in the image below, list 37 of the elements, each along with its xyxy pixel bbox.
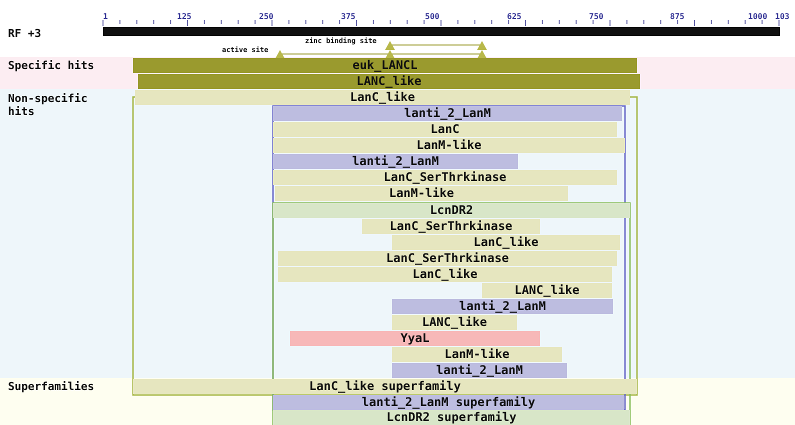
ruler-tick-label: 875 (670, 12, 684, 21)
domain-hit-bar: LANC_like (138, 74, 640, 89)
domain-hit-bar: LanC_like (278, 267, 612, 282)
ruler-tick-label: 250 (259, 12, 274, 21)
domain-hit-bar: LanM-like (392, 347, 562, 362)
ruler-tick-label: 750 (589, 12, 604, 21)
domain-hit-bar: YyaL (290, 331, 540, 346)
domain-hit-bar: LANC_like (392, 315, 517, 330)
domain-hit-bar: LanC_like (135, 90, 630, 105)
ruler-tick-label: 125 (177, 12, 192, 21)
ruler-tick-label: 103 (775, 12, 790, 21)
domain-hit-bar: LcnDR2 (273, 203, 630, 218)
ruler-tick-label: 500 (425, 12, 440, 21)
domain-hit-bar: lanti_2_LanM (392, 363, 567, 378)
ruler-tick-label: 1 (103, 12, 108, 21)
domain-hit-bar: lanti_2_LanM superfamily (273, 395, 624, 410)
domain-hit-bar: lanti_2_LanM (273, 106, 622, 121)
track-label: Specific hits (8, 59, 94, 72)
domain-hit-bar: LanC_SerThrkinase (273, 170, 617, 185)
domain-hit-bar: LanM-like (273, 138, 625, 153)
domain-hit-bar: LanC_SerThrkinase (278, 251, 617, 266)
domain-hit-bar: LANC_like (482, 283, 612, 298)
domain-hit-bar: LanC_like (392, 235, 620, 250)
ruler-tick-label: 625 (507, 12, 522, 21)
domain-hit-bar: LanC (273, 122, 617, 137)
ruler-tick-label: 375 (341, 12, 356, 21)
domain-hit-bar: LanM-like (275, 186, 568, 201)
domain-hit-bar: LanC_like superfamily (133, 379, 637, 394)
track-label: Superfamilies (8, 380, 94, 393)
domain-hit-bar: LanC_SerThrkinase (362, 219, 540, 234)
ruler-tick-label: 1000 (748, 12, 768, 21)
domain-hit-bar: lanti_2_LanM (392, 299, 613, 314)
track-label: RF +3 (8, 27, 42, 40)
track-label: Non-specific hits (8, 92, 88, 118)
domain-hit-bar: euk_LANCL (133, 58, 637, 73)
domain-hit-bar: LcnDR2 superfamily (273, 410, 630, 425)
domain-hit-bar: lanti_2_LanM (273, 154, 518, 169)
